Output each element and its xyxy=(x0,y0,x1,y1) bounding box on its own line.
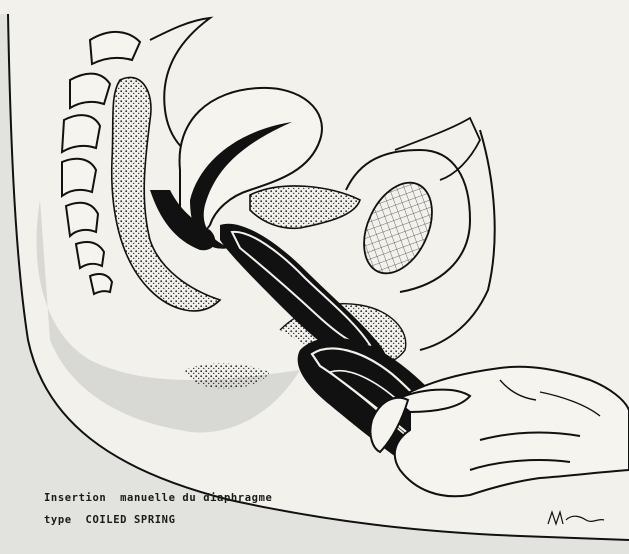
caption-line-1: Insertion manuelle du diaphragme xyxy=(44,487,272,509)
abdominal-wall xyxy=(420,130,495,350)
pubic-bone xyxy=(346,118,480,292)
signature-mark xyxy=(548,512,604,524)
figure-caption: Insertion manuelle du diaphragme type CO… xyxy=(44,487,272,531)
caption-line-2: type COILED SPRING xyxy=(44,509,272,531)
bladder xyxy=(250,186,360,228)
